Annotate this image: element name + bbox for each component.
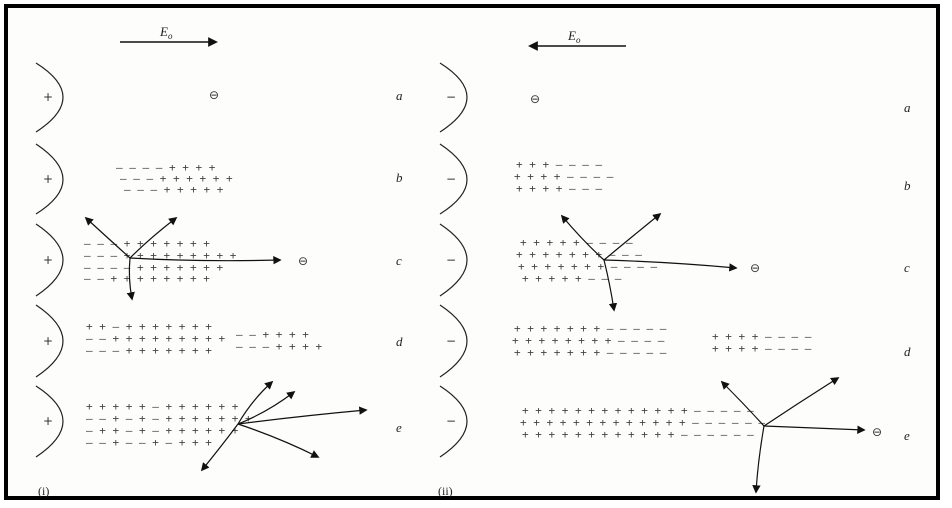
svg-text:+ + + – – – –: + + + – – – – <box>516 158 602 171</box>
svg-text:– – – + + + +: – – – + + + + <box>236 340 322 353</box>
charge-cloud-i-d: + + – + + + + + + + – – + + + + + + + + … <box>86 320 225 357</box>
electron-ii-c: ⊖ <box>750 261 760 275</box>
streamer-branches-i-e <box>200 380 368 472</box>
svg-text:+ + + + + – + + + + + +: + + + + + – + + + + + + <box>86 400 239 413</box>
svg-text:+ + + + + + + + – – – –: + + + + + + + + – – – – <box>512 334 665 347</box>
svg-text:+ + – + + + + + + +: + + – + + + + + + + <box>86 320 212 333</box>
svg-text:+ + + + + + + – – – – –: + + + + + + + – – – – – <box>514 346 667 359</box>
electron-i-a: ⊖ <box>209 88 219 102</box>
electrode-sign-ii-b: − <box>446 172 456 186</box>
svg-text:– – – – + + + +: – – – – + + + + <box>116 161 216 174</box>
svg-text:+ + + + + + + – – – –: + + + + + + + – – – – <box>518 260 657 273</box>
svg-text:– – – + + + + + +: – – – + + + + + + <box>120 172 233 185</box>
svg-text:– – – + + + + + + + + +: – – – + + + + + + + + + <box>84 249 237 262</box>
electrode-i-d <box>35 304 64 378</box>
charge-cloud-ii-d-2: + + + + – – – – + + + + – – – – <box>712 330 812 355</box>
streamer-branches-i-c <box>84 216 282 301</box>
field-label-ii: Eo <box>567 28 581 45</box>
electron-ii-e: ⊖ <box>872 425 882 439</box>
charge-cloud-i-c: – – – + + + + + + + – – – + + + + + + + … <box>84 237 237 285</box>
charge-cloud-i-d-2: – – + + + + – – – + + + + <box>236 328 322 353</box>
svg-text:– – – – + + + + + + +: – – – – + + + + + + + <box>84 261 223 274</box>
electrode-i-a <box>35 62 64 133</box>
svg-text:– – + + + +: – – + + + + <box>236 328 309 341</box>
electrode-group-ii: − − − − − <box>439 62 468 458</box>
electrode-ii-d <box>439 304 468 378</box>
row-label-ii-b: b <box>904 178 911 193</box>
charge-cloud-i-e: + + + + + – + + + + + + – – + – + – + + … <box>86 400 252 449</box>
electron-i-c: ⊖ <box>298 254 308 268</box>
panel-label-ii: (ii) <box>438 484 453 498</box>
field-label-i: Eo <box>159 24 173 41</box>
electron-ii-a: ⊖ <box>530 92 540 106</box>
electrode-i-b <box>35 143 64 215</box>
electrode-sign-ii-e: − <box>446 414 456 428</box>
electrode-ii-b <box>439 143 468 215</box>
svg-text:– – – + + + + +: – – – + + + + + <box>124 183 224 196</box>
charge-cloud-i-b: – – – – + + + + – – – + + + + + + – – – … <box>116 161 233 196</box>
row-label-ii-c: c <box>904 260 910 275</box>
row-label-i-b: b <box>396 170 403 185</box>
electrode-i-e <box>35 385 64 458</box>
svg-text:+ + + + + – – – –: + + + + + – – – – <box>520 236 633 249</box>
electrode-sign-i-d: + <box>43 334 53 348</box>
electrode-sign-i-c: + <box>43 253 53 267</box>
row-label-ii-a: a <box>904 100 911 115</box>
charge-cloud-ii-b: + + + – – – – + + + + – – – – + + + + – … <box>514 158 614 195</box>
svg-text:+ + + + – – – –: + + + + – – – – <box>712 342 812 355</box>
svg-text:– – + – + – + + + + + + +: – – + – + – + + + + + + + <box>86 412 252 425</box>
charge-cloud-ii-e: + + + + + + + + + + + + + – – – – – + + … <box>520 404 765 441</box>
electrode-ii-a <box>439 62 468 133</box>
row-labels-i: a b c d e <box>396 88 403 435</box>
charge-cloud-ii-d: + + + + + + + – – – – – + + + + + + + + … <box>512 322 667 359</box>
svg-text:+ + + + + + + + + + + + – – –: + + + + + + + + + + + + – – – – – – <box>522 428 754 441</box>
charge-cloud-ii-c: + + + + + – – – – + + + + + + + – – – + … <box>516 236 657 285</box>
electrode-sign-i-e: + <box>43 414 53 428</box>
svg-text:– – + + + + + + + +: – – + + + + + + + + <box>84 272 210 285</box>
row-labels-ii: a b c d e <box>904 100 911 443</box>
svg-text:+ + + + + + + – – – – –: + + + + + + + – – – – – <box>514 322 667 335</box>
svg-text:+ + + + + + + + + + + + + – –: + + + + + + + + + + + + + – – – – – <box>522 404 754 417</box>
electrode-sign-ii-c: − <box>446 253 456 267</box>
row-label-i-d: d <box>396 334 403 349</box>
svg-text:– – – + + + + + + +: – – – + + + + + + + <box>86 344 212 357</box>
svg-text:+ + + + + – – –: + + + + + – – – <box>522 272 622 285</box>
electrode-sign-i-b: + <box>43 172 53 186</box>
electrode-ii-c <box>439 223 468 297</box>
electrode-sign-ii-d: − <box>446 334 456 348</box>
row-label-ii-e: e <box>904 428 910 443</box>
panel-label-i: (i) <box>38 484 49 498</box>
row-label-i-a: a <box>396 88 403 103</box>
svg-text:– – + + + + + + + + +: – – + + + + + + + + + <box>86 332 225 345</box>
svg-text:+ + + + – – – –: + + + + – – – – <box>712 330 812 343</box>
svg-text:+ + + + + + + + + + + + + – –: + + + + + + + + + + + + + – – – – – – <box>520 416 765 429</box>
row-label-i-e: e <box>396 420 402 435</box>
svg-text:– – – + + + + + + +: – – – + + + + + + + <box>84 237 210 250</box>
svg-text:+ + + + + + + – – –: + + + + + + + – – – <box>516 248 642 261</box>
svg-text:+ + + + – – –: + + + + – – – <box>516 182 602 195</box>
row-label-ii-d: d <box>904 344 911 359</box>
svg-text:+ + + + – – – –: + + + + – – – – <box>514 170 614 183</box>
electrode-group-i: + + + + + <box>35 62 64 458</box>
svg-text:– – + – – + – + + +: – – + – – + – + + + <box>86 436 212 449</box>
streamer-branches-ii-e <box>720 377 866 494</box>
figure-frame <box>4 4 940 500</box>
electrode-ii-e <box>439 385 468 458</box>
svg-text:– + + – + – + + + + + +: – + + – + – + + + + + + <box>86 424 239 437</box>
electrode-sign-ii-a: − <box>446 90 456 104</box>
electrode-i-c <box>35 223 64 297</box>
streamer-branches-ii-c <box>560 212 738 312</box>
electrode-sign-i-a: + <box>43 90 53 104</box>
row-label-i-c: c <box>396 253 402 268</box>
